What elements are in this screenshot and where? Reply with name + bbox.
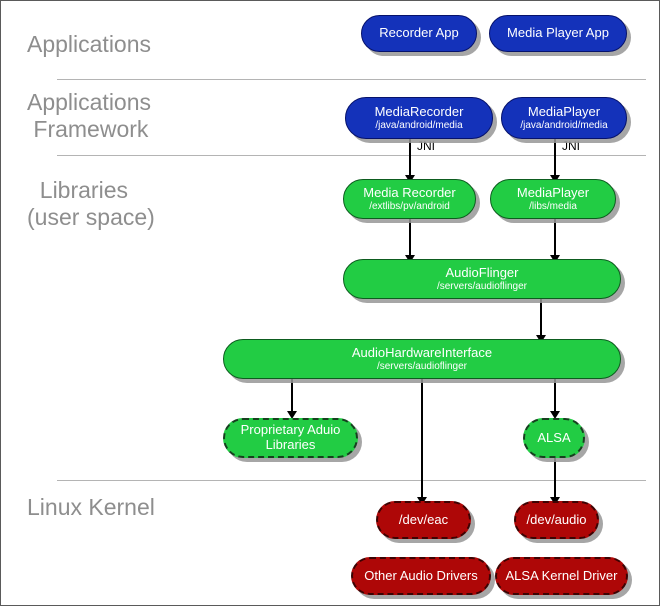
node-alsa-title: ALSA — [537, 429, 571, 445]
edge-label-jni-recorder: JNI — [417, 139, 435, 153]
node-mediaplayer-framework-path: /java/android/media — [520, 119, 608, 131]
node-dev-audio-title: /dev/audio — [526, 511, 587, 527]
connector-ahi-to-proprietary — [291, 376, 293, 416]
layer-label-applications: Applications — [27, 31, 152, 57]
arrowhead-ahi-to-proprietary — [287, 411, 297, 419]
node-mediaplayer-framework-title: MediaPlayer — [527, 104, 601, 120]
node-dev-eac[interactable]: /dev/eac — [376, 501, 471, 539]
layer-label-applications-framework: Applications Framework — [27, 89, 152, 142]
node-mediarecorder-framework-path: /java/android/media — [375, 119, 463, 131]
node-mediarecorder-framework[interactable]: MediaRecorder /java/android/media — [345, 97, 493, 139]
connector-ahi-to-dev-eac — [421, 376, 423, 501]
node-alsa-kernel-driver-title: ALSA Kernel Driver — [505, 567, 618, 583]
node-media-player-app[interactable]: Media Player App — [489, 15, 627, 52]
node-alsa[interactable]: ALSA — [523, 418, 585, 458]
node-proprietary-audio-libraries-line1: Proprietary Aduio — [240, 422, 341, 438]
node-proprietary-audio-libraries[interactable]: Proprietary Aduio Libraries — [223, 418, 358, 458]
node-media-recorder-lib-path: /extlibs/pv/android — [369, 200, 450, 212]
node-other-audio-drivers[interactable]: Other Audio Drivers — [351, 557, 491, 595]
connector-mediarecorder-to-lib — [409, 139, 411, 181]
node-mediaplayer-lib-path: /libs/media — [529, 200, 577, 212]
node-media-recorder-lib-title: Media Recorder — [363, 185, 456, 201]
node-recorder-app-title: Recorder App — [379, 25, 459, 41]
connector-alsa-to-dev-audio — [554, 457, 556, 501]
connector-ahi-to-alsa — [554, 376, 556, 416]
node-dev-eac-title: /dev/eac — [398, 511, 449, 527]
node-audioflinger-path: /servers/audioflinger — [436, 280, 528, 292]
layer-separator-kernel — [57, 480, 646, 481]
node-mediaplayer-framework[interactable]: MediaPlayer /java/android/media — [501, 97, 627, 139]
layer-separator-framework — [57, 155, 646, 156]
layer-label-libraries: Libraries (user space) — [27, 177, 155, 230]
node-media-recorder-lib[interactable]: Media Recorder /extlibs/pv/android — [343, 179, 476, 219]
node-mediarecorder-framework-title: MediaRecorder — [374, 104, 464, 120]
node-audioflinger[interactable]: AudioFlinger /servers/audioflinger — [343, 259, 621, 299]
node-dev-audio[interactable]: /dev/audio — [514, 501, 599, 539]
node-audiohardwareinterface-path: /servers/audioflinger — [376, 360, 468, 372]
node-audiohardwareinterface[interactable]: AudioHardwareInterface /servers/audiofli… — [223, 339, 621, 379]
connector-mediaplayer-to-lib — [554, 139, 556, 181]
connector-audioflinger-to-ahi — [540, 299, 542, 341]
node-mediaplayer-lib[interactable]: MediaPlayer /libs/media — [490, 179, 616, 219]
node-other-audio-drivers-title: Other Audio Drivers — [364, 567, 478, 583]
node-audiohardwareinterface-title: AudioHardwareInterface — [351, 345, 493, 361]
layer-label-linux-kernel: Linux Kernel — [27, 494, 155, 520]
edge-label-jni-player: JNI — [562, 139, 580, 153]
node-recorder-app[interactable]: Recorder App — [361, 15, 477, 52]
node-proprietary-audio-libraries-line2: Libraries — [265, 437, 316, 452]
connector-mediaplayerlib-to-audioflinger — [554, 219, 556, 261]
arrowhead-ahi-to-alsa — [550, 411, 560, 419]
node-media-player-app-title: Media Player App — [507, 25, 609, 41]
node-alsa-kernel-driver[interactable]: ALSA Kernel Driver — [495, 557, 628, 595]
layer-separator-applications — [57, 79, 646, 80]
node-mediaplayer-lib-title: MediaPlayer — [516, 185, 590, 201]
node-audioflinger-title: AudioFlinger — [445, 265, 519, 281]
connector-mediarecorderlib-to-audioflinger — [409, 219, 411, 261]
